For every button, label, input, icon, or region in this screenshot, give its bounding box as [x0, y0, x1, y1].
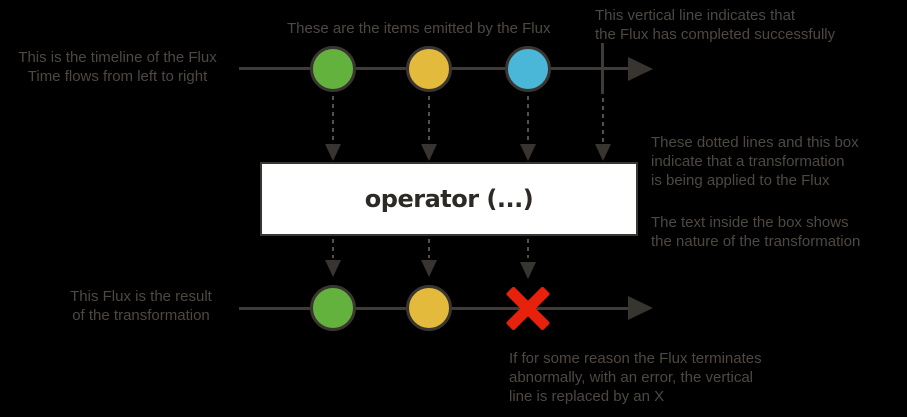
error-note: If for some reason the Flux terminates a…: [509, 350, 762, 405]
down-arrowhead-icon: [421, 144, 437, 161]
down-arrowhead-icon: [520, 144, 536, 161]
transformation-note: These dotted lines and this box indicate…: [651, 134, 859, 189]
dotted-connector: [527, 96, 529, 143]
timeline-note: This is the timeline of the Flux Time fl…: [18, 49, 217, 85]
operator-box: operator (...): [260, 162, 638, 236]
input-marble-2: [406, 46, 452, 92]
input-timeline-arrowhead-icon: [628, 57, 653, 81]
dotted-connector: [428, 239, 430, 258]
operator-label: operator (...): [364, 185, 534, 213]
output-marble-2: [406, 285, 452, 331]
down-arrowhead-icon: [421, 260, 437, 277]
down-arrowhead-icon: [520, 262, 536, 279]
box-text-note: The text inside the box shows the nature…: [651, 214, 861, 250]
dotted-connector: [527, 239, 529, 258]
dotted-connector: [332, 96, 334, 143]
dotted-connector: [332, 239, 334, 258]
dotted-connector: [602, 98, 604, 143]
down-arrowhead-icon: [325, 260, 341, 277]
items-note: These are the items emitted by the Flux: [287, 20, 551, 37]
output-marble-1: [310, 285, 356, 331]
input-marble-1: [310, 46, 356, 92]
output-timeline-arrowhead-icon: [628, 296, 653, 320]
down-arrowhead-icon: [325, 144, 341, 161]
input-marble-3: [505, 46, 551, 92]
dotted-connector: [428, 96, 430, 143]
completion-note: This vertical line indicates that the Fl…: [595, 7, 836, 43]
result-note: This Flux is the result of the transform…: [70, 288, 212, 324]
error-x-icon: [505, 285, 551, 331]
down-arrowhead-icon: [595, 144, 611, 161]
completion-line: [601, 43, 604, 94]
